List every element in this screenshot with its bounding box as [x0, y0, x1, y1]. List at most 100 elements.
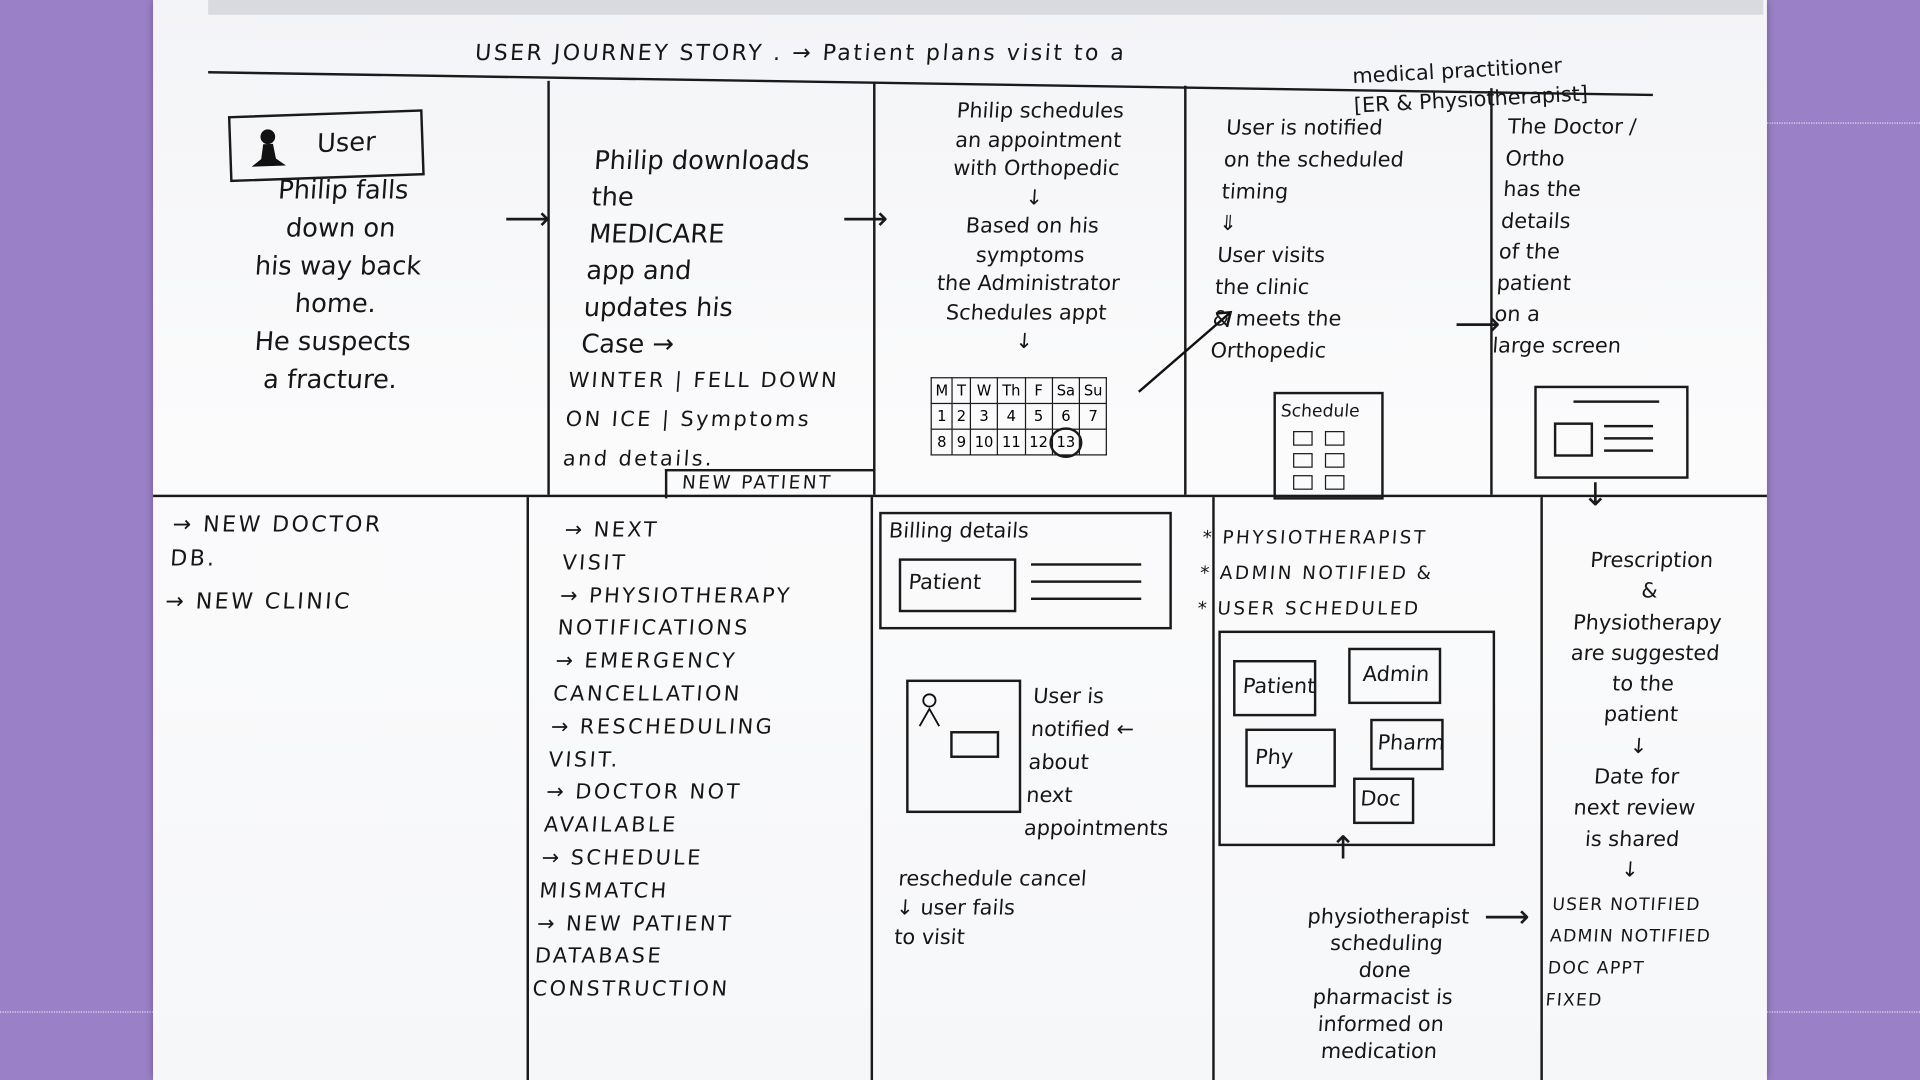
text-line: The Doctor /	[1506, 115, 1638, 140]
text-line: MEDICARE	[588, 219, 726, 249]
arrow-right-icon: ⟶	[842, 200, 889, 238]
text-line: & meets the	[1211, 307, 1343, 332]
text-line: is shared	[1584, 827, 1681, 852]
person-icon	[251, 129, 286, 167]
calendar-day-header: F	[1024, 377, 1053, 405]
module-pharm: Pharm	[1370, 718, 1446, 771]
arrow-right-icon: ⟶	[1454, 306, 1501, 343]
background-dotted-line	[0, 1011, 154, 1013]
calendar-date	[1078, 428, 1108, 456]
text-line: his way back	[253, 251, 423, 281]
background-dotted-line	[1763, 122, 1920, 124]
calendar-day-header: W	[969, 377, 999, 405]
notification-screen-sketch	[906, 679, 1022, 814]
calendar-date: 7	[1078, 402, 1108, 430]
bottom-col1-list: → NEW DOCTOR DB.	[169, 508, 384, 577]
billing-details-sketch: Billing details Patient	[879, 511, 1172, 630]
new-patient-tag: NEW PATIENT	[664, 468, 876, 499]
text-line: Philip schedules	[955, 99, 1125, 124]
text-line: timing	[1220, 180, 1289, 205]
new-patient-label: NEW PATIENT	[681, 471, 834, 494]
text-line: Date for	[1593, 765, 1680, 790]
text-line: AVAILABLE	[543, 813, 679, 838]
text-line: → NEW DOCTOR	[171, 511, 384, 538]
billing-title: Billing details	[888, 519, 1030, 544]
text-line: USER JOURNEY STORY . → Patient plans vis…	[474, 40, 1128, 67]
person-icon	[918, 693, 940, 727]
text-line: USER NOTIFIED	[1551, 895, 1702, 915]
text-line: home.	[293, 288, 378, 319]
calendar-date: 8	[930, 428, 954, 456]
text-line: ↓	[1629, 734, 1649, 759]
text-line: → NEXT	[563, 517, 660, 543]
text-line: VISIT	[561, 550, 628, 576]
large-screen-sketch	[1534, 385, 1689, 479]
text-line: an appointment	[954, 127, 1123, 153]
text-line: about	[1027, 750, 1090, 776]
text-line: to visit	[893, 925, 966, 951]
calendar-date: 13	[1049, 426, 1083, 458]
text-line: MISMATCH	[538, 878, 670, 904]
text-line: with Orthopedic	[952, 156, 1121, 182]
reschedule-cancel-options: reschedule cancel ↓ user fails to visit	[893, 864, 1087, 952]
text-line: DOC APPT	[1547, 958, 1646, 979]
calendar-date: 2	[951, 402, 972, 430]
text-line: * USER SCHEDULED	[1196, 597, 1422, 620]
column-divider	[1540, 497, 1543, 1080]
text-line: ↓	[1014, 329, 1034, 354]
text-line: Physiotherapy	[1572, 610, 1723, 636]
calendar-date: 12	[1024, 428, 1053, 456]
text-line: User visits	[1216, 243, 1326, 269]
text-line: on the scheduled	[1223, 148, 1405, 173]
text-line: notified ←	[1030, 717, 1135, 743]
text-line: large screen	[1491, 333, 1622, 359]
patient-field: Patient	[898, 558, 1017, 613]
text-line: the clinic	[1214, 275, 1311, 301]
text-line: DB.	[169, 546, 218, 572]
text-line: CONSTRUCTION	[531, 977, 731, 1002]
text-line: ADMIN NOTIFIED	[1549, 926, 1712, 947]
journey-subtitle: medical practitioner[ER & Physiotherapis…	[1352, 50, 1589, 121]
calendar-day-header: M	[930, 377, 954, 405]
text-line: Prescription	[1589, 548, 1714, 574]
sketch-paper	[153, 0, 1767, 1080]
text-line: to the	[1611, 672, 1675, 697]
text-line: → NEW CLINIC	[164, 588, 353, 615]
text-line: ↓ user fails	[895, 896, 1016, 921]
text-line: reschedule cancel	[897, 866, 1088, 892]
module-label: Phy	[1254, 745, 1295, 771]
arrow-right-icon: ⟶	[504, 200, 551, 238]
calendar-day-header: Su	[1078, 377, 1108, 405]
paper-edge	[208, 0, 1764, 15]
text-line: FIXED	[1544, 990, 1604, 1011]
text-line: → EMERGENCY	[554, 649, 738, 674]
text-line: DATABASE	[533, 944, 664, 970]
final-notifications: USER NOTIFIED ADMIN NOTIFIED DOC APPT FIXED	[1545, 889, 1715, 1016]
text-line: appointments	[1023, 816, 1170, 842]
calendar-date: 4	[997, 402, 1026, 430]
checkbox-checked-icon	[1293, 453, 1313, 468]
calendar-date: 10	[969, 428, 999, 456]
text-line: patient	[1495, 271, 1572, 296]
text-line: details	[1500, 208, 1572, 234]
text-line: updates his	[582, 292, 734, 323]
calendar-date: 9	[951, 428, 972, 456]
text-line: → DOCTOR NOT	[545, 780, 743, 805]
column-divider	[1212, 497, 1215, 1080]
text-line: → SCHEDULE	[540, 846, 704, 871]
text-line: pharmacist is	[1311, 985, 1454, 1011]
calendar-date: 6	[1051, 402, 1081, 430]
module-label: Pharm	[1376, 731, 1446, 756]
system-modules-sketch: Patient Admin Phy Pharm Doc	[1218, 630, 1496, 847]
module-phy: Phy	[1245, 728, 1336, 788]
column-divider	[1490, 88, 1493, 495]
text-line: on a	[1493, 302, 1541, 327]
